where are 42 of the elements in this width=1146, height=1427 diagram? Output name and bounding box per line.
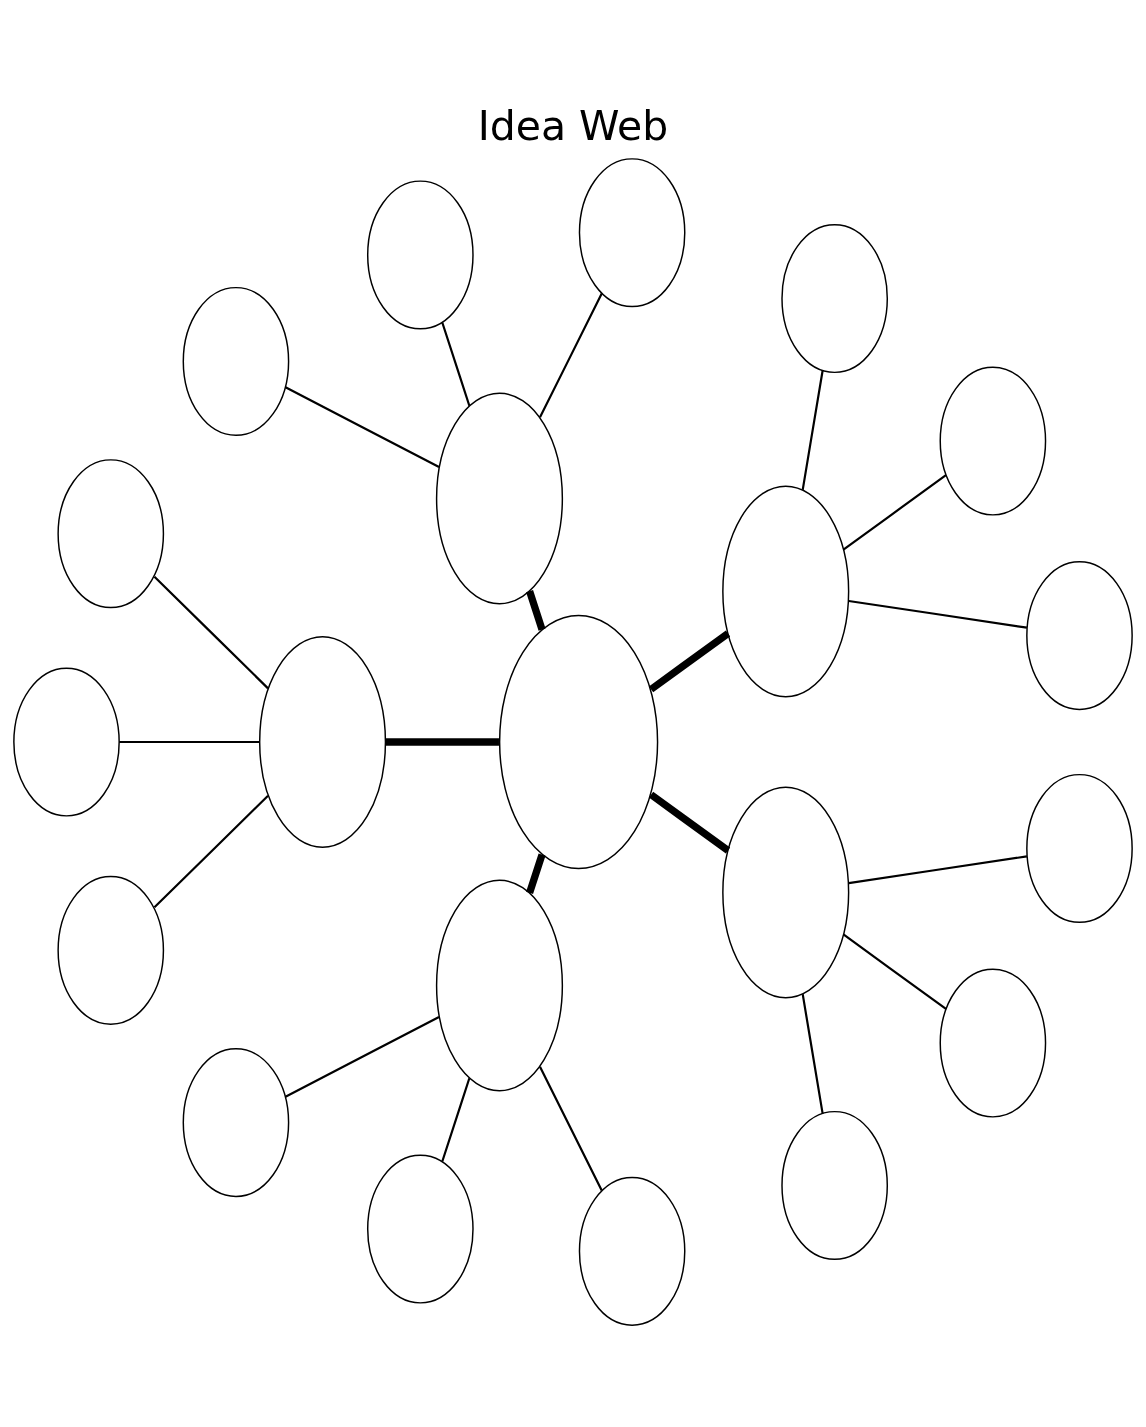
node-ellipse: [258, 636, 387, 849]
diagram-title: Idea Web: [477, 102, 669, 151]
connector: [385, 738, 499, 746]
connector: [648, 791, 731, 854]
connector: [526, 590, 546, 631]
connector: [285, 1016, 440, 1098]
connector: [648, 630, 731, 693]
node-ellipse: [57, 875, 165, 1025]
connector: [801, 370, 824, 491]
node-ellipse: [1026, 773, 1133, 924]
connector: [842, 474, 947, 551]
node-ellipse: [578, 158, 686, 308]
connector: [801, 994, 824, 1114]
node-ellipse: [781, 223, 888, 374]
connector: [848, 855, 1028, 885]
connector: [539, 1066, 603, 1191]
connector: [285, 386, 440, 469]
node-ellipse: [498, 614, 659, 870]
connector: [526, 853, 546, 894]
node-ellipse: [57, 459, 165, 609]
node-ellipse: [578, 1176, 686, 1326]
connector: [441, 322, 471, 407]
connector: [119, 740, 260, 744]
node-ellipse: [1026, 560, 1133, 711]
connector: [153, 575, 269, 690]
node-ellipse: [939, 968, 1047, 1118]
node-ellipse: [366, 180, 474, 330]
node-ellipse: [435, 392, 564, 605]
node-ellipse: [722, 485, 850, 698]
connector: [441, 1077, 471, 1162]
node-ellipse: [781, 1110, 888, 1261]
node-ellipse: [366, 1154, 474, 1304]
node-ellipse: [435, 879, 564, 1092]
connector: [153, 794, 269, 909]
node-ellipse: [13, 667, 120, 817]
node-ellipse: [722, 786, 850, 999]
node-ellipse: [939, 366, 1047, 516]
connector: [842, 933, 947, 1010]
connector: [848, 599, 1028, 629]
connector: [539, 293, 603, 418]
node-ellipse: [182, 1048, 290, 1198]
node-ellipse: [182, 286, 290, 437]
